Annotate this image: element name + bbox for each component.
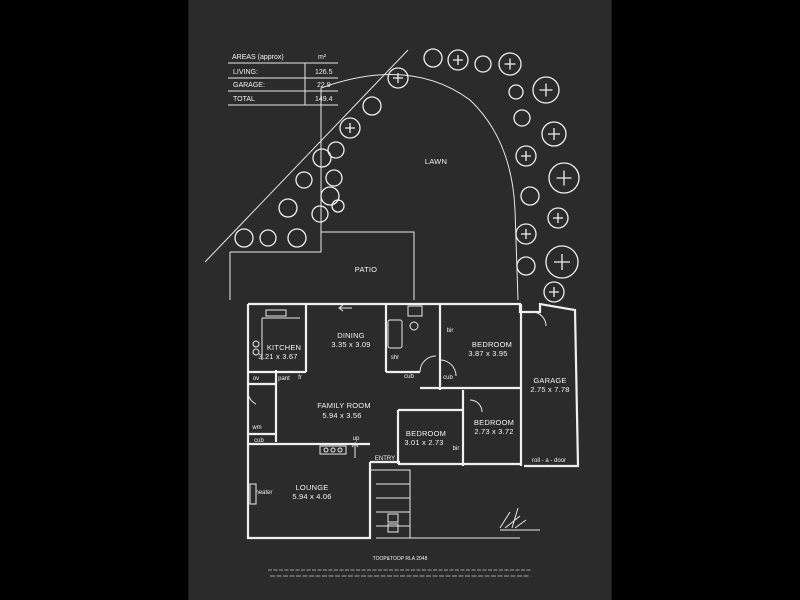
garage-size: 2.75 x 7.78 (530, 385, 569, 394)
house-walls (246, 302, 580, 540)
boundary-diagonal (204, 49, 409, 263)
tree-icon (339, 117, 361, 139)
tree-icon (387, 67, 409, 89)
shower-label: shr (391, 355, 399, 361)
areas-row-total-label: TOTAL (233, 96, 255, 103)
bedroom3-size: 2.73 x 3.72 (474, 427, 513, 436)
tree-icon (553, 213, 563, 223)
family-room-name: FAMILY ROOM (317, 401, 371, 410)
tree-icon (423, 48, 443, 68)
garage-name: GARAGE (533, 376, 566, 385)
entry-label: ENTRY (375, 456, 395, 462)
trees (234, 48, 580, 303)
bedroom3-name: BEDROOM (474, 418, 514, 427)
site-boundary (204, 49, 519, 301)
tree-icon (521, 151, 531, 161)
tree-icon (548, 128, 560, 140)
tree-icon (295, 171, 313, 189)
family-room-size: 5.94 x 3.56 (322, 411, 361, 420)
tree-icon (234, 228, 254, 248)
tree-icon (549, 287, 559, 297)
pantry-label: pant (278, 376, 290, 382)
floorplan-sheet (188, 0, 612, 600)
tree-icon (327, 141, 345, 159)
kitchen-size: 3.21 x 3.67 (258, 352, 297, 361)
tree-icon (311, 205, 329, 223)
tree-icon (515, 145, 537, 167)
tree-icon (545, 245, 579, 279)
areas-row-total-value: 149.4 (315, 96, 333, 103)
cupboard-label-2: cub (443, 375, 453, 381)
kitchen-name: KITCHEN (267, 343, 301, 352)
cupboard-label-3: cub (254, 438, 264, 444)
tree-icon (541, 121, 567, 147)
washing-machine-label: wm (251, 425, 261, 431)
tree-icon (504, 58, 516, 70)
bedroom2-name: BEDROOM (406, 429, 446, 438)
robe-label-1: bir (447, 328, 454, 334)
tree-icon (515, 223, 537, 245)
areas-table-header: AREAS (approx) (232, 54, 284, 61)
dining-name: DINING (337, 331, 364, 340)
room-labels: KITCHEN 3.21 x 3.67 DINING 3.35 x 3.09 B… (258, 331, 569, 501)
tree-icon (393, 73, 403, 83)
tree-icon (312, 148, 332, 168)
tree-icon (474, 55, 492, 73)
cupboard-label-1: cub (404, 374, 414, 380)
tree-icon (556, 170, 572, 186)
tree-icon (532, 76, 560, 104)
tree-icon (362, 96, 382, 116)
patio-label: PATIO (355, 265, 377, 274)
dining-size: 3.35 x 3.09 (331, 340, 370, 349)
lawn-outline (320, 74, 519, 301)
tree-icon (554, 254, 570, 270)
oven-label: ov (253, 376, 259, 382)
fridge-label: fr (298, 375, 302, 381)
tree-icon (548, 162, 580, 194)
lounge-name: LOUNGE (296, 483, 329, 492)
tree-icon (331, 199, 345, 213)
lounge-size: 5.94 x 4.06 (292, 492, 331, 501)
tree-icon (453, 55, 463, 65)
areas-table: AREAS (approx) m² LIVING: 126.5 GARAGE: … (228, 54, 338, 106)
areas-row-living-value: 126.5 (315, 69, 333, 76)
bedroom1-name: BEDROOM (472, 340, 512, 349)
tree-icon (447, 49, 469, 71)
fixture-labels: shr bir bir cub cub cub ov pant fr wm up… (251, 328, 566, 496)
footer-credit: TOOP&TOOP RLA 2048 (373, 556, 428, 562)
areas-table-unit: m² (318, 54, 327, 61)
tree-icon (287, 228, 307, 248)
patio-outline (230, 231, 415, 300)
lawn-label: LAWN (425, 157, 447, 166)
bedroom2-size: 3.01 x 2.73 (404, 438, 443, 447)
areas-row-garage-label: GARAGE: (233, 82, 265, 89)
bedroom1-size: 3.87 x 3.95 (468, 349, 507, 358)
areas-row-living-label: LIVING: (233, 69, 258, 76)
roll-door-label: roll - a - door (532, 458, 566, 464)
stairs-up-label: up (353, 436, 360, 442)
tree-icon (325, 169, 343, 187)
robe-label-2: bir (453, 446, 460, 452)
tree-icon (521, 229, 531, 239)
tree-icon (345, 123, 355, 133)
tree-icon (547, 207, 569, 229)
tree-icon (508, 84, 524, 100)
heater-label: heater (255, 490, 272, 496)
tree-icon (259, 229, 277, 247)
footer-disclaimer (268, 569, 532, 577)
tree-icon (320, 186, 340, 206)
tree-icon (520, 186, 540, 206)
tree-icon (543, 281, 565, 303)
tree-icon (516, 256, 536, 276)
tree-icon (539, 83, 553, 97)
tree-icon (278, 198, 298, 218)
tree-icon (498, 52, 522, 76)
areas-row-garage-value: 22.9 (317, 82, 331, 89)
tree-icon (513, 109, 531, 127)
